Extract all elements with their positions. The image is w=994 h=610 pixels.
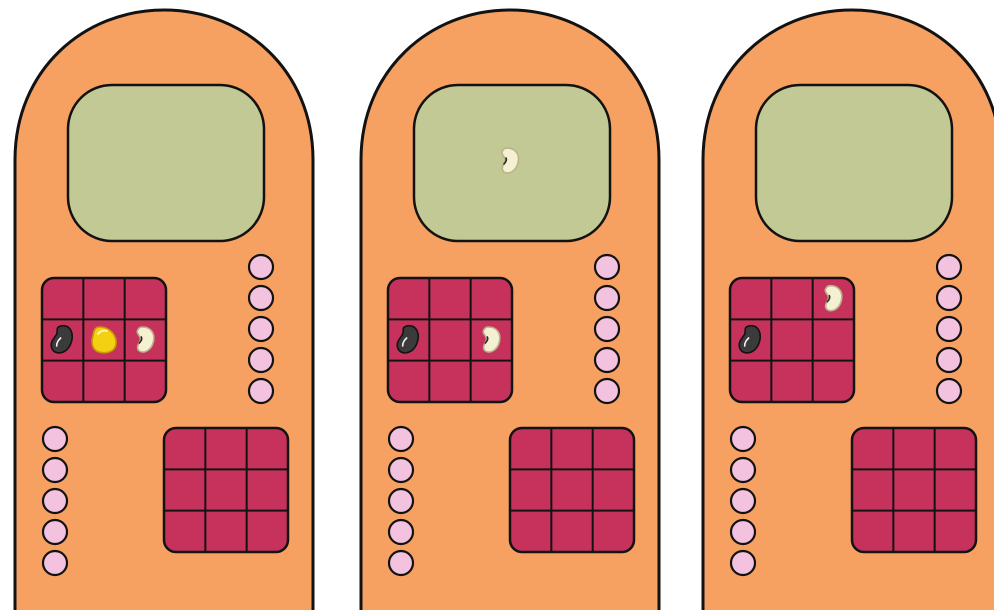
left-peg-column-hole-5[interactable] — [731, 551, 755, 575]
upper-grid — [42, 278, 166, 402]
left-peg-column-hole-1[interactable] — [43, 427, 67, 451]
lower-grid-cell-r2c2[interactable] — [205, 469, 246, 510]
lower-grid-cell-r1c1[interactable] — [510, 428, 551, 469]
lower-grid-cell-r2c3[interactable] — [247, 469, 288, 510]
right-peg-column-hole-2[interactable] — [249, 286, 273, 310]
upper-grid-cell-r3c1[interactable] — [42, 361, 83, 402]
upper-grid-cell-r1c2[interactable] — [771, 278, 812, 319]
lower-grid-cell-r3c3[interactable] — [593, 511, 634, 552]
upper-grid-cell-r3c2[interactable] — [429, 361, 470, 402]
lower-grid-cell-r2c1[interactable] — [852, 469, 893, 510]
right-peg-column-hole-5[interactable] — [595, 379, 619, 403]
lower-grid-cell-r2c3[interactable] — [935, 469, 976, 510]
lower-grid — [510, 428, 634, 552]
right-peg-column-hole-3[interactable] — [937, 317, 961, 341]
lower-grid-cell-r3c2[interactable] — [551, 511, 592, 552]
right-peg-column-hole-1[interactable] — [595, 255, 619, 279]
left-peg-column-hole-3[interactable] — [43, 489, 67, 513]
upper-grid-cell-r2c2[interactable] — [429, 319, 470, 360]
game-board-1 — [14, 10, 314, 610]
upper-grid-cell-r1c1[interactable] — [730, 278, 771, 319]
upper-grid-cell-r1c2[interactable] — [429, 278, 470, 319]
upper-grid-cell-r2c3[interactable] — [813, 319, 854, 360]
upper-grid-cell-r2c2[interactable] — [771, 319, 812, 360]
upper-grid-cell-r1c3[interactable] — [125, 278, 166, 319]
left-peg-column-hole-3[interactable] — [389, 489, 413, 513]
lower-grid-cell-r2c1[interactable] — [510, 469, 551, 510]
right-peg-column-hole-3[interactable] — [595, 317, 619, 341]
left-peg-column-hole-1[interactable] — [731, 427, 755, 451]
lower-grid-cell-r1c2[interactable] — [205, 428, 246, 469]
right-peg-column-hole-1[interactable] — [937, 255, 961, 279]
upper-grid — [730, 278, 854, 402]
lower-grid-cell-r3c3[interactable] — [935, 511, 976, 552]
lower-grid — [164, 428, 288, 552]
lower-grid-cell-r3c1[interactable] — [164, 511, 205, 552]
lower-grid — [852, 428, 976, 552]
left-peg-column-hole-2[interactable] — [389, 458, 413, 482]
right-peg-column-hole-1[interactable] — [249, 255, 273, 279]
left-peg-column-hole-4[interactable] — [731, 520, 755, 544]
lower-grid-cell-r2c3[interactable] — [593, 469, 634, 510]
lower-grid-cell-r1c3[interactable] — [593, 428, 634, 469]
upper-grid-cell-r3c3[interactable] — [813, 361, 854, 402]
left-peg-column-hole-2[interactable] — [731, 458, 755, 482]
upper-grid-cell-r3c3[interactable] — [125, 361, 166, 402]
game-board-3 — [702, 10, 994, 610]
board-screen[interactable] — [68, 85, 264, 241]
upper-grid-cell-r1c1[interactable] — [388, 278, 429, 319]
right-peg-column-hole-2[interactable] — [595, 286, 619, 310]
upper-grid-cell-r3c1[interactable] — [388, 361, 429, 402]
upper-grid-cell-r3c2[interactable] — [771, 361, 812, 402]
left-peg-column-hole-4[interactable] — [389, 520, 413, 544]
left-peg-column-hole-3[interactable] — [731, 489, 755, 513]
right-peg-column-hole-4[interactable] — [595, 348, 619, 372]
board-svg — [702, 10, 994, 610]
right-peg-column-hole-3[interactable] — [249, 317, 273, 341]
lower-grid-cell-r3c2[interactable] — [893, 511, 934, 552]
upper-grid-cell-r3c2[interactable] — [83, 361, 124, 402]
lower-grid-cell-r1c1[interactable] — [852, 428, 893, 469]
left-peg-column-hole-4[interactable] — [43, 520, 67, 544]
right-peg-column-hole-4[interactable] — [249, 348, 273, 372]
upper-grid-cell-r3c1[interactable] — [730, 361, 771, 402]
board-screen[interactable] — [756, 85, 952, 241]
lower-grid-cell-r3c2[interactable] — [205, 511, 246, 552]
upper-grid-cell-r1c2[interactable] — [83, 278, 124, 319]
right-peg-column-hole-4[interactable] — [937, 348, 961, 372]
lower-grid-cell-r3c1[interactable] — [852, 511, 893, 552]
upper-grid — [388, 278, 512, 402]
left-peg-column-hole-5[interactable] — [43, 551, 67, 575]
upper-grid-cell-r3c3[interactable] — [471, 361, 512, 402]
right-peg-column-hole-5[interactable] — [249, 379, 273, 403]
lower-grid-cell-r3c3[interactable] — [247, 511, 288, 552]
game-board-2 — [360, 10, 660, 610]
lower-grid-cell-r2c2[interactable] — [551, 469, 592, 510]
lower-grid-cell-r2c1[interactable] — [164, 469, 205, 510]
right-peg-column-hole-2[interactable] — [937, 286, 961, 310]
left-peg-column-hole-1[interactable] — [389, 427, 413, 451]
lower-grid-cell-r1c3[interactable] — [247, 428, 288, 469]
board-svg — [14, 10, 314, 610]
lower-grid-cell-r2c2[interactable] — [893, 469, 934, 510]
left-peg-column-hole-5[interactable] — [389, 551, 413, 575]
upper-grid-cell-r1c1[interactable] — [42, 278, 83, 319]
right-peg-column-hole-5[interactable] — [937, 379, 961, 403]
board-svg — [360, 10, 660, 610]
lower-grid-cell-r3c1[interactable] — [510, 511, 551, 552]
lower-grid-cell-r1c2[interactable] — [893, 428, 934, 469]
lower-grid-cell-r1c3[interactable] — [935, 428, 976, 469]
left-peg-column-hole-2[interactable] — [43, 458, 67, 482]
upper-grid-cell-r1c3[interactable] — [471, 278, 512, 319]
lower-grid-cell-r1c2[interactable] — [551, 428, 592, 469]
lower-grid-cell-r1c1[interactable] — [164, 428, 205, 469]
